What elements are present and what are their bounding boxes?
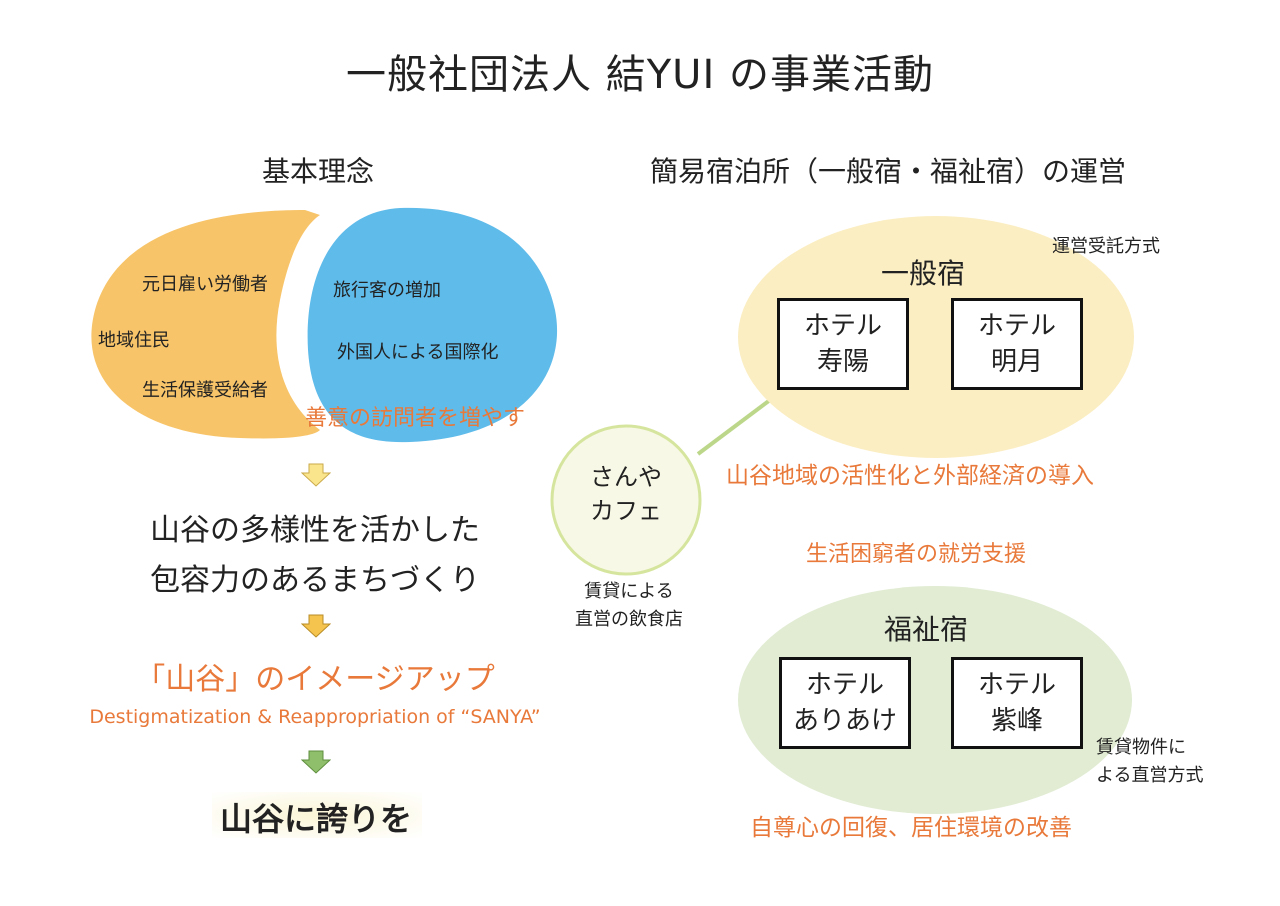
welfare-note-line-1: 賃貸物件に	[1096, 737, 1186, 758]
orange-item-2: 地域住民	[98, 330, 170, 351]
general-inn-label: 一般宿	[881, 257, 966, 290]
cafe-note: 賃貸による 直営の飲食店	[556, 578, 702, 634]
cafe-line-1: さんや	[590, 463, 662, 491]
cafe-label: さんや カフェ	[548, 460, 704, 528]
hotel-juyo-line2: 寿陽	[816, 347, 869, 377]
blue-item-2: 外国人による国際化	[337, 342, 499, 363]
welfare-top-caption: 生活困窮者の就労支援	[806, 542, 1027, 567]
cafe-circle	[550, 424, 702, 576]
pride-text: 山谷に誇りを	[219, 800, 412, 838]
down-arrow-icon	[301, 614, 331, 638]
orange-item-3: 生活保護受給者	[142, 380, 268, 401]
blue-item-1: 旅行客の増加	[333, 280, 441, 301]
hotel-shiho-line2: 紫峰	[990, 706, 1043, 736]
cafe-note-line-2: 直営の飲食店	[575, 609, 683, 630]
visitor-caption: 善意の訪問者を増やす	[305, 406, 526, 431]
blue-blob-shape	[307, 207, 558, 443]
hotel-meigetsu: ホテル 明月	[951, 298, 1083, 390]
right-heading: 簡易宿泊所（一般宿・福祉宿）の運営	[650, 155, 1127, 188]
hotel-meigetsu-line2: 明月	[990, 347, 1043, 377]
hotel-shiho-line1: ホテル	[977, 670, 1056, 700]
general-inn-caption: 山谷地域の活性化と外部経済の導入	[726, 463, 1094, 489]
general-inn-ellipse	[738, 216, 1134, 458]
orange-crescent-shape	[91, 210, 320, 439]
connector-line	[696, 392, 780, 456]
welfare-inn-note: 賃貸物件に よる直営方式	[1096, 734, 1203, 790]
hotel-ariake-line1: ホテル	[805, 670, 884, 700]
statement-line-2: 包容力のあるまちづくり	[150, 563, 480, 598]
cafe-line-2: カフェ	[590, 497, 662, 525]
hotel-meigetsu-line1: ホテル	[977, 311, 1056, 341]
down-arrow-icon	[301, 750, 331, 774]
hotel-shiho: ホテル 紫峰	[951, 657, 1083, 749]
cafe-note-line-1: 賃貸による	[584, 581, 674, 602]
page-title: 一般社団法人 結YUI の事業活動	[346, 52, 934, 98]
hotel-ariake-line2: ありあけ	[792, 706, 897, 736]
welfare-inn-ellipse	[738, 586, 1132, 814]
philosophy-shapes	[91, 207, 558, 443]
pride-highlight	[212, 792, 422, 838]
down-arrow-icon	[301, 463, 331, 487]
welfare-caption: 自尊心の回復、居住環境の改善	[750, 815, 1072, 841]
image-up-en: Destigmatization & Reappropriation of “S…	[89, 706, 541, 728]
hotel-juyo-line1: ホテル	[803, 311, 882, 341]
orange-item-1: 元日雇い労働者	[142, 274, 268, 295]
hotel-juyo: ホテル 寿陽	[777, 298, 909, 390]
general-inn-note: 運営受託方式	[1052, 236, 1160, 257]
left-heading: 基本理念	[262, 155, 375, 188]
image-up-title: 「山谷」のイメージアップ	[135, 662, 495, 697]
welfare-inn-label: 福祉宿	[884, 613, 969, 646]
statement: 山谷の多様性を活かした 包容力のあるまちづくり	[60, 506, 570, 606]
hotel-ariake: ホテル ありあけ	[779, 657, 911, 749]
statement-line-1: 山谷の多様性を活かした	[150, 513, 480, 548]
welfare-note-line-2: よる直営方式	[1096, 765, 1204, 786]
